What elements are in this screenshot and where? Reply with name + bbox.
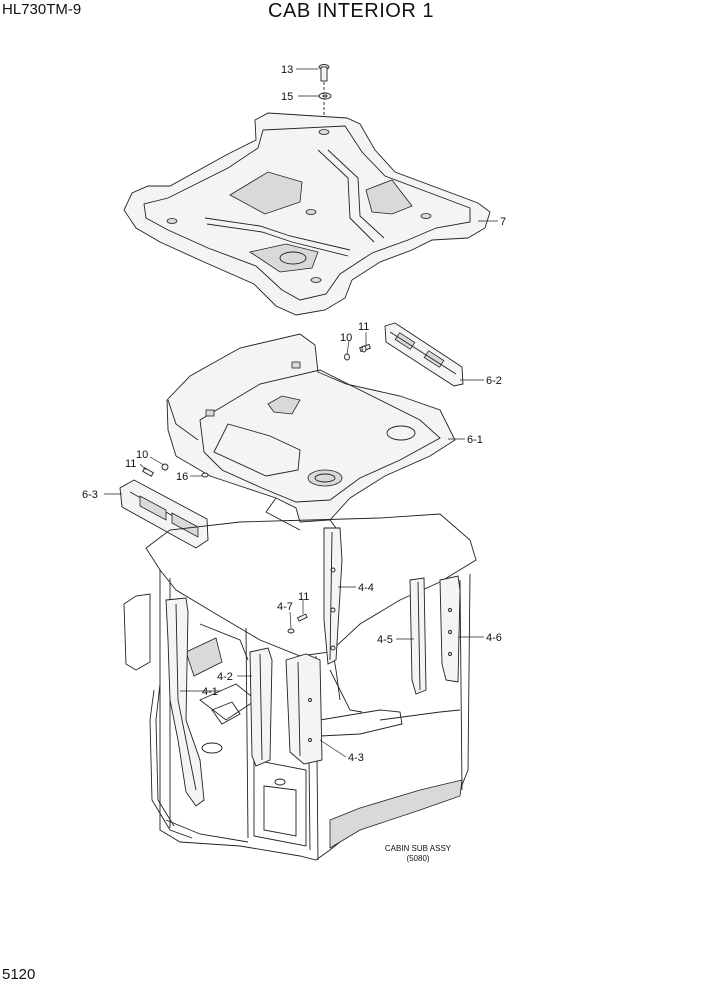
clip-4-7 [287,628,295,634]
bolt-13 [318,64,330,128]
pillar-trim-4-5 [409,577,427,695]
callout-4-4: 4-4 [358,582,374,594]
cabin-sub-assy-note: CABIN SUB ASSY [385,844,452,853]
pillar-trim-4-6 [439,575,461,683]
callout-4-7: 4-7 [277,601,293,613]
washer-15 [318,92,332,100]
callout-6-1: 6-1 [467,434,483,446]
callout-4-1: 4-1 [202,686,218,698]
page-title: CAB INTERIOR 1 [268,0,434,22]
callout-7: 7 [500,216,506,228]
roof-cover-7 [123,112,491,316]
callout-15: 15 [281,91,293,103]
screw-11-upper [359,343,371,353]
callout-4-6: 4-6 [486,632,502,644]
vent-6-2 [384,322,464,387]
callout-13: 13 [281,64,293,76]
callout-11-left: 11 [125,458,136,470]
pillar-trim-4-2 [249,647,273,767]
callout-10-left: 10 [136,449,148,461]
pillar-trim-4-4 [323,527,343,665]
pillar-trim-4-1 [165,597,205,807]
leader-lines [104,68,498,758]
model-number: HL730TM-9 [2,1,82,18]
callout-6-3: 6-3 [82,489,98,501]
cabin-sub-assy-ref: (5080) [406,854,429,863]
callout-11-upper: 11 [358,321,369,333]
washer-10-upper [344,353,350,361]
screw-11-left [142,467,154,477]
screw-11-lower [296,613,308,622]
callout-16: 16 [176,471,188,483]
headliner-6-1 [166,333,456,531]
callout-10-upper: 10 [340,332,352,344]
vent-6-3 [119,479,209,549]
page-number: 5120 [2,966,36,983]
callout-11-lower: 11 [298,591,309,603]
callout-4-3: 4-3 [348,752,364,764]
pillar-trim-4-3 [285,653,323,765]
callout-6-2: 6-2 [486,375,502,387]
callout-4-2: 4-2 [217,671,233,683]
washer-10-left [161,463,169,471]
callout-4-5: 4-5 [377,634,393,646]
clip-16 [201,472,209,478]
